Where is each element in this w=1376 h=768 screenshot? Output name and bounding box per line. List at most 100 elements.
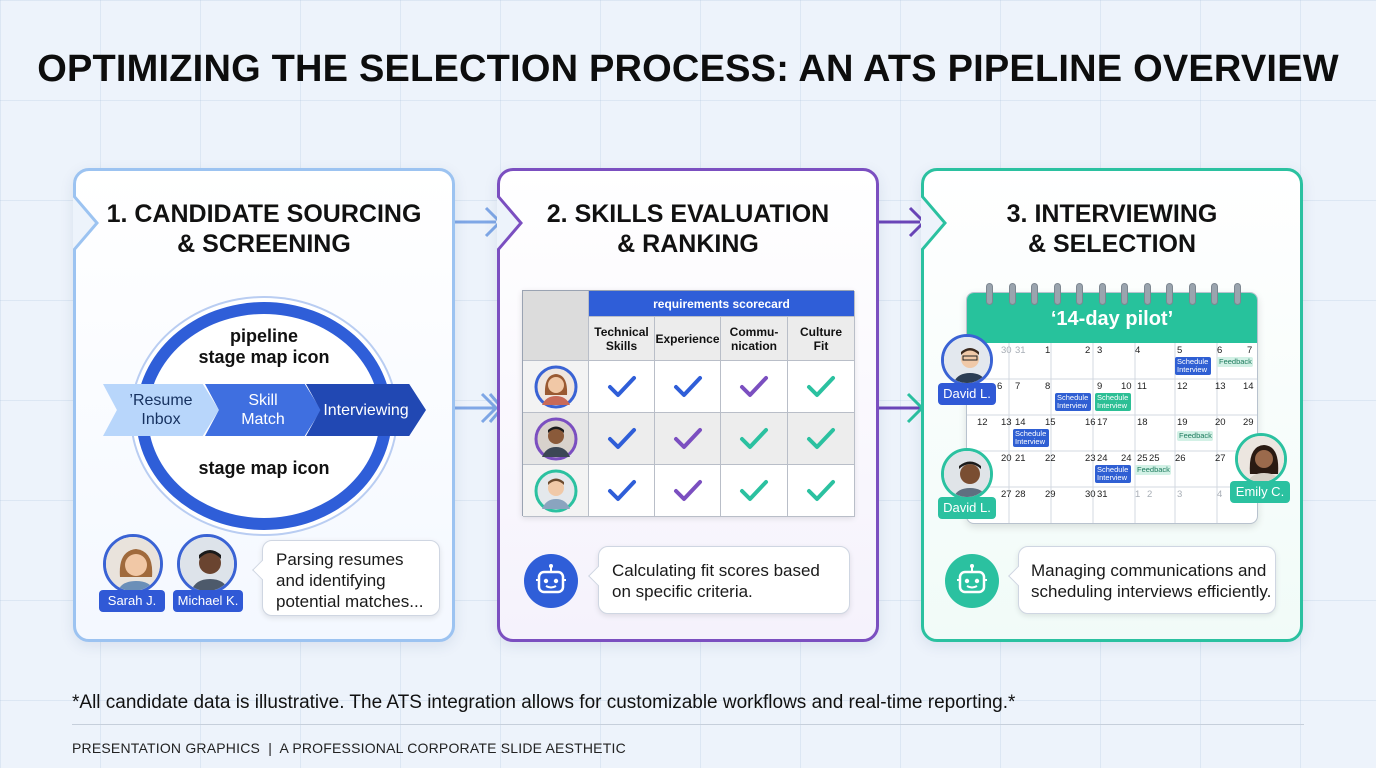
calendar-day[interactable]: 17 (1097, 417, 1108, 428)
calendar-day[interactable]: 9 (1097, 381, 1103, 392)
calendar-day[interactable]: 21 (1015, 453, 1026, 464)
calendar-day[interactable]: 6 (997, 381, 1003, 392)
score-check-icon (655, 465, 721, 517)
calendar-day[interactable]: 22 (1045, 453, 1056, 464)
calendar-day[interactable]: 7 (1247, 345, 1253, 356)
calendar-event[interactable]: Schedule Interview (1175, 357, 1211, 375)
scorecard-corner (523, 291, 589, 361)
calendar-grid (967, 343, 1257, 523)
calendar-ring-icon (1008, 283, 1016, 305)
calendar-ring-icon (1076, 283, 1083, 305)
candidate-name-chip: Emily C. (1230, 481, 1290, 503)
calendar-ring-icon (1031, 283, 1038, 305)
score-check-icon (655, 361, 721, 413)
score-check-icon (655, 413, 721, 465)
calendar-day[interactable]: 10 (1121, 381, 1132, 392)
robot-icon (524, 554, 578, 608)
score-check-icon (721, 413, 788, 465)
calendar-ring-icon (986, 283, 993, 305)
calendar-day[interactable]: 7 (1015, 381, 1021, 392)
candidate-name-chip: David L. (938, 497, 996, 519)
candidate-name-chip: Sarah J. (99, 590, 165, 612)
calendar-day[interactable]: 30 (1085, 489, 1096, 500)
calendar-day[interactable]: 6 (1217, 345, 1223, 356)
calendar-day[interactable]: 29 (1243, 417, 1254, 428)
calendar-event[interactable]: Feedback (1135, 465, 1171, 475)
page-title: OPTIMIZING THE SELECTION PROCESS: AN ATS… (37, 48, 1339, 90)
panel-title: 2. SKILLS EVALUATION & RANKING (546, 200, 830, 258)
calendar-ring-icon (1188, 283, 1196, 305)
calendar-event[interactable]: Schedule Interview (1013, 429, 1049, 447)
calendar-day[interactable]: 16 (1085, 417, 1096, 428)
calendar-event[interactable]: Feedback (1217, 357, 1253, 367)
calendar-day[interactable]: 25 (1137, 453, 1148, 464)
avatar (103, 534, 163, 594)
candidate-name-chip: David L. (938, 383, 996, 405)
calendar-event[interactable]: Schedule Interview (1055, 393, 1091, 411)
calendar-day[interactable]: 14 (1243, 381, 1254, 392)
calendar-ring-icon (1166, 283, 1173, 305)
calendar-ring-icon (1233, 283, 1241, 305)
status-bubble: Parsing resumes and identifying potentia… (252, 540, 440, 616)
calendar-day[interactable]: 2 (1147, 489, 1153, 500)
calendar-day[interactable]: 25 (1149, 453, 1160, 464)
calendar-day[interactable]: 15 (1045, 417, 1056, 428)
calendar-day[interactable]: 5 (1177, 345, 1183, 356)
calendar-day[interactable]: 11 (1137, 381, 1147, 392)
calendar-day[interactable]: 24 (1121, 453, 1132, 464)
candidate-name-chip: Michael K. (173, 590, 243, 612)
status-bubble: Managing communications and scheduling i… (1008, 546, 1276, 614)
calendar-day[interactable]: 26 (1175, 453, 1186, 464)
ring-bottom-label: stage map icon (198, 458, 330, 478)
calendar-day[interactable]: 1 (1135, 489, 1141, 500)
calendar-day[interactable]: 27 (1001, 489, 1012, 500)
calendar-day[interactable]: 14 (1015, 417, 1026, 428)
calendar-day[interactable]: 31 (1015, 345, 1026, 356)
panel-title: 1. CANDIDATE SOURCING & SCREENING (106, 200, 422, 258)
calendar-day[interactable]: 12 (977, 417, 988, 428)
calendar-day[interactable]: 30 (1001, 345, 1012, 356)
scorecard-title: requirements scorecard (589, 291, 855, 317)
calendar-day[interactable]: 13 (1215, 381, 1226, 392)
calendar-day[interactable]: 3 (1097, 345, 1103, 356)
calendar-day[interactable]: 4 (1135, 345, 1141, 356)
calendar-day[interactable]: 18 (1137, 417, 1148, 428)
calendar-day[interactable]: 20 (1001, 453, 1012, 464)
calendar-day[interactable]: 12 (1177, 381, 1188, 392)
score-check-icon (589, 413, 655, 465)
calendar-day[interactable]: 24 (1097, 453, 1108, 464)
calendar-day[interactable]: 20 (1215, 417, 1226, 428)
calendar-event[interactable]: Schedule Interview (1095, 393, 1131, 411)
table-row (523, 413, 589, 465)
calendar-day[interactable]: 27 (1215, 453, 1226, 464)
footnote: *All candidate data is illustrative. The… (72, 692, 1016, 713)
calendar-day[interactable]: 13 (1001, 417, 1012, 428)
calendar-day[interactable]: 19 (1177, 417, 1188, 428)
calendar-day[interactable]: 1 (1045, 345, 1051, 356)
calendar-day[interactable]: 28 (1015, 489, 1026, 500)
avatar (941, 448, 993, 500)
calendar-event[interactable]: Schedule Interview (1095, 465, 1131, 483)
calendar-title: ‘14-day pilot’ (1050, 308, 1174, 330)
divider (72, 724, 1304, 725)
panel-notch-icon (73, 195, 99, 251)
calendar-day[interactable]: 31 (1097, 489, 1108, 500)
calendar-day[interactable]: 4 (1217, 489, 1223, 500)
status-bubble: Calculating fit scores based on specific… (588, 546, 850, 614)
panel-notch-icon (497, 195, 523, 251)
calendar-ring-icon (1211, 283, 1218, 305)
calendar-event[interactable]: Feedback (1177, 431, 1213, 441)
score-check-icon (721, 465, 788, 517)
calendar-day[interactable]: 23 (1085, 453, 1096, 464)
calendar-day[interactable]: 2 (1085, 345, 1091, 356)
calendar-day[interactable]: 29 (1045, 489, 1056, 500)
calendar-day[interactable]: 8 (1045, 381, 1051, 392)
score-check-icon (788, 465, 855, 517)
calendar-day[interactable]: 3 (1177, 489, 1183, 500)
calendar-ring-icon (1098, 283, 1106, 305)
avatar (534, 365, 577, 408)
